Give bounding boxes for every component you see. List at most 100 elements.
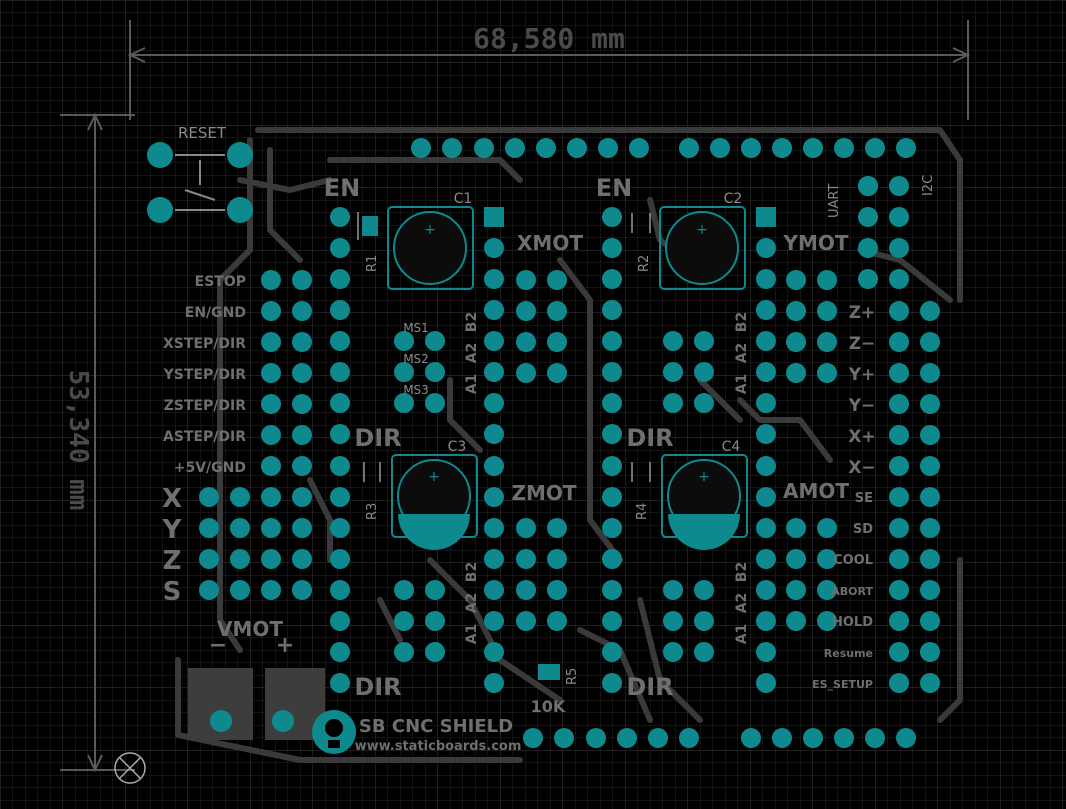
pad	[663, 580, 683, 600]
svg-text:+: +	[696, 222, 708, 238]
pad	[199, 580, 219, 600]
pad	[516, 363, 536, 383]
pad	[663, 331, 683, 351]
pad	[199, 549, 219, 569]
pad	[694, 611, 714, 631]
c3-label: C3	[448, 439, 467, 455]
pad	[663, 362, 683, 382]
pad	[694, 331, 714, 351]
board-title: SB CNC SHIELD	[359, 716, 513, 737]
pad	[230, 518, 250, 538]
pad	[554, 728, 574, 748]
pad	[663, 611, 683, 631]
pad	[920, 363, 940, 383]
pad	[484, 393, 504, 413]
pad	[523, 728, 543, 748]
pad	[261, 301, 281, 321]
right-header-label: X−	[848, 458, 875, 478]
pad	[602, 487, 622, 507]
pad	[425, 642, 445, 662]
c1-label: C1	[454, 191, 473, 207]
c4-label: C4	[722, 439, 741, 455]
pad	[858, 176, 878, 196]
resistor-value-label: 10K	[531, 697, 566, 716]
pad	[547, 332, 567, 352]
height-label: 53,340 mm	[63, 370, 93, 511]
pad	[602, 207, 622, 227]
pad	[330, 238, 350, 258]
coil-label: A2	[464, 343, 480, 364]
pad	[786, 580, 806, 600]
pad	[484, 362, 504, 382]
pad	[330, 362, 350, 382]
pad	[920, 456, 940, 476]
pad	[756, 580, 776, 600]
svg-text:+: +	[698, 469, 710, 485]
pad	[292, 425, 312, 445]
pad	[516, 580, 536, 600]
pad	[602, 518, 622, 538]
pad	[920, 394, 940, 414]
pad	[292, 580, 312, 600]
y-en-label: EN	[596, 174, 632, 202]
pad	[505, 138, 525, 158]
pad	[394, 393, 414, 413]
pad	[889, 580, 909, 600]
coil-label: A2	[734, 593, 750, 614]
pad	[772, 138, 792, 158]
pad	[865, 728, 885, 748]
pad	[602, 673, 622, 693]
y-dir-label: DIR	[626, 424, 673, 452]
header-labels-layer: ESTOPEN/GNDXSTEP/DIRYSTEP/DIRZSTEP/DIRAS…	[162, 274, 876, 691]
zmot-label: ZMOT	[511, 481, 576, 505]
pad	[602, 238, 622, 258]
coil-label: A1	[464, 624, 480, 645]
pad	[602, 331, 622, 351]
coil-label: B2	[464, 312, 480, 332]
pad	[648, 728, 668, 748]
pad	[516, 332, 536, 352]
pad	[484, 331, 504, 351]
coil-label: B2	[734, 312, 750, 332]
pad	[292, 363, 312, 383]
pad	[896, 138, 916, 158]
right-header-label: Y−	[848, 396, 876, 416]
pad	[586, 728, 606, 748]
capacitor-c3: + C3	[391, 439, 478, 550]
pad	[602, 642, 622, 662]
pad	[786, 363, 806, 383]
pad	[889, 394, 909, 414]
pad	[598, 138, 618, 158]
pad	[330, 393, 350, 413]
origin-marker	[114, 752, 146, 784]
pad	[394, 642, 414, 662]
pad	[516, 270, 536, 290]
pad	[602, 424, 622, 444]
pad	[567, 138, 587, 158]
vmot-minus-label: −	[209, 633, 227, 658]
pad	[484, 456, 504, 476]
pad	[411, 138, 431, 158]
pad	[199, 518, 219, 538]
pad	[756, 362, 776, 382]
pad	[330, 331, 350, 351]
right-header-label: COOL	[833, 553, 873, 568]
pad	[741, 138, 761, 158]
pad	[394, 331, 414, 351]
pad	[330, 580, 350, 600]
pad	[710, 138, 730, 158]
pad	[679, 138, 699, 158]
right-header-label: SD	[853, 522, 873, 537]
pad	[547, 580, 567, 600]
pad	[889, 269, 909, 289]
height-dimension: 53,340 mm	[60, 112, 135, 773]
square-pad	[484, 207, 504, 227]
right-header-label: SE	[855, 491, 873, 506]
pad	[694, 393, 714, 413]
pad	[330, 642, 350, 662]
pad	[756, 611, 776, 631]
pad	[261, 580, 281, 600]
capacitor-c1: + C1	[387, 191, 474, 290]
pad	[516, 518, 536, 538]
